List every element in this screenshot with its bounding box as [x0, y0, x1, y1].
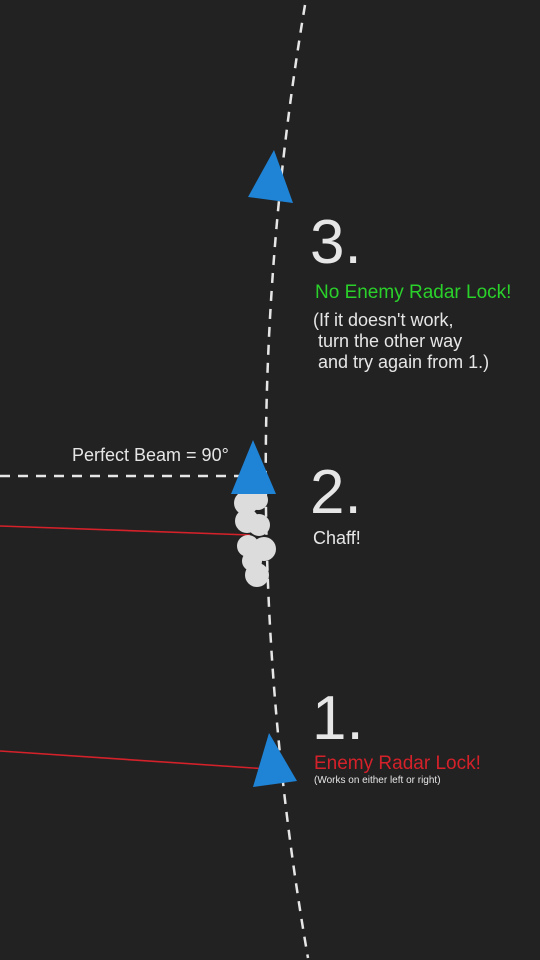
radar-beam-lock — [0, 750, 269, 770]
beam-label: Perfect Beam = 90° — [72, 445, 229, 465]
step-1-note: (Works on either left or right) — [314, 775, 441, 786]
aircraft-2-icon — [231, 440, 276, 494]
step-2-number: 2. — [310, 458, 362, 527]
chaff-cloud-icon — [234, 471, 276, 587]
step-3-number: 3. — [310, 208, 362, 277]
step-3-status: No Enemy Radar Lock! — [315, 282, 512, 303]
flight-path — [264, 4, 310, 959]
step-3-note: (If it doesn't work, turn the other way … — [313, 310, 490, 372]
step-2-status: Chaff! — [313, 528, 361, 548]
radar-beam-chaff — [0, 525, 251, 536]
aircraft-1-icon — [253, 733, 297, 787]
aircraft-3-icon — [248, 150, 293, 203]
step-1-status: Enemy Radar Lock! — [314, 753, 481, 774]
step-1-number: 1. — [312, 684, 364, 753]
